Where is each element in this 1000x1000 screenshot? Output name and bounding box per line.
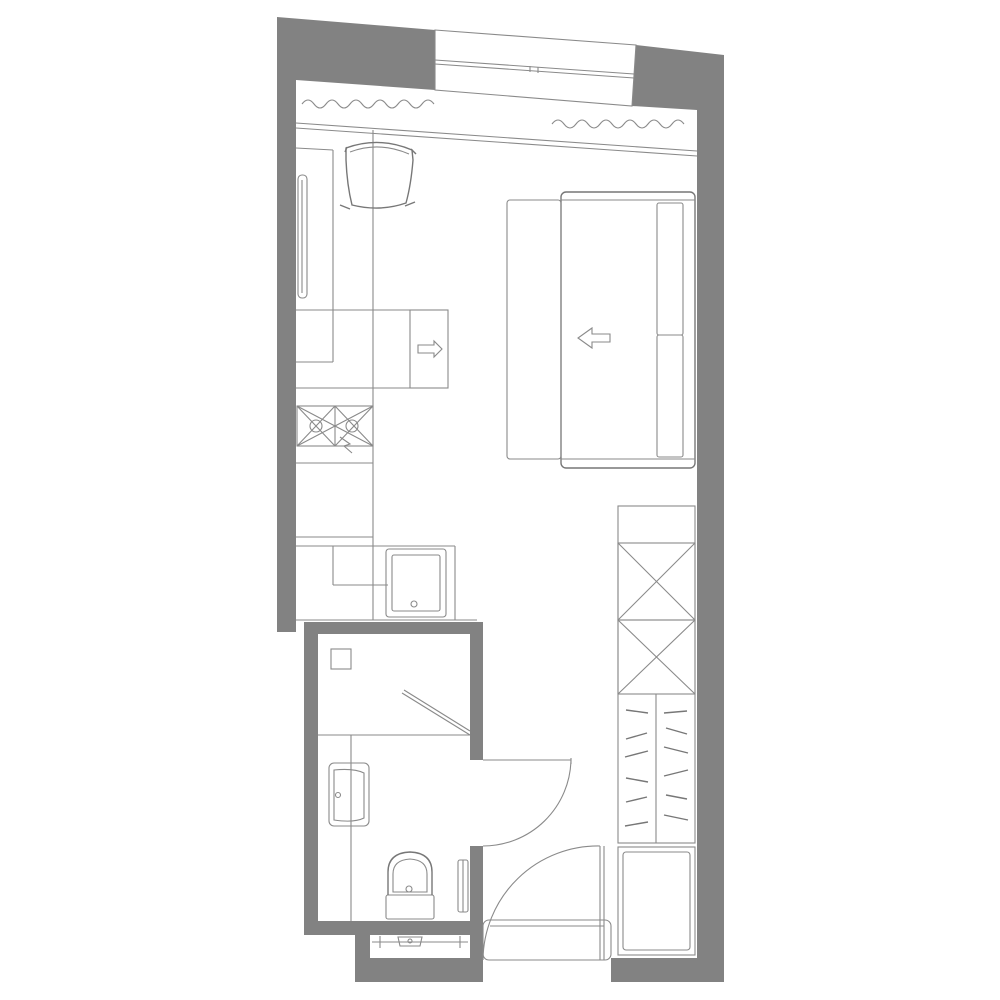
shoe-cabinet: [617, 846, 696, 956]
clothes-hangers: [624, 709, 689, 827]
shower-drain: [330, 648, 352, 670]
utility-shaft: [372, 936, 468, 948]
curtains: [295, 99, 698, 157]
entrance: [482, 845, 612, 961]
arrow-left-icon: [577, 326, 611, 350]
arrow-right-icon: [417, 339, 443, 359]
wall-top-left: [277, 17, 435, 632]
kitchen-unit: [295, 130, 477, 621]
walls: [277, 17, 724, 982]
chair: [339, 141, 417, 210]
toilet: [385, 851, 435, 920]
kitchen-sink: [385, 548, 447, 618]
cooktop-burner-icon: [296, 405, 374, 454]
curtain-left: [301, 99, 435, 109]
wardrobe: [617, 505, 696, 956]
wall-top-right: [632, 45, 724, 980]
sofa-bed: [506, 191, 696, 469]
curtain-right: [551, 119, 685, 129]
wall-bottom-shaft: [355, 929, 483, 982]
wall-bottom-right: [611, 958, 724, 982]
washbasin: [328, 735, 370, 921]
wall-shelf: [297, 174, 308, 299]
bathroom-door-swing: [482, 759, 572, 847]
window: [434, 29, 637, 107]
entry-bench: [482, 919, 612, 961]
wall-bathroom: [277, 622, 483, 935]
bathroom: [318, 648, 572, 921]
entrance-door-swing: [482, 845, 601, 961]
